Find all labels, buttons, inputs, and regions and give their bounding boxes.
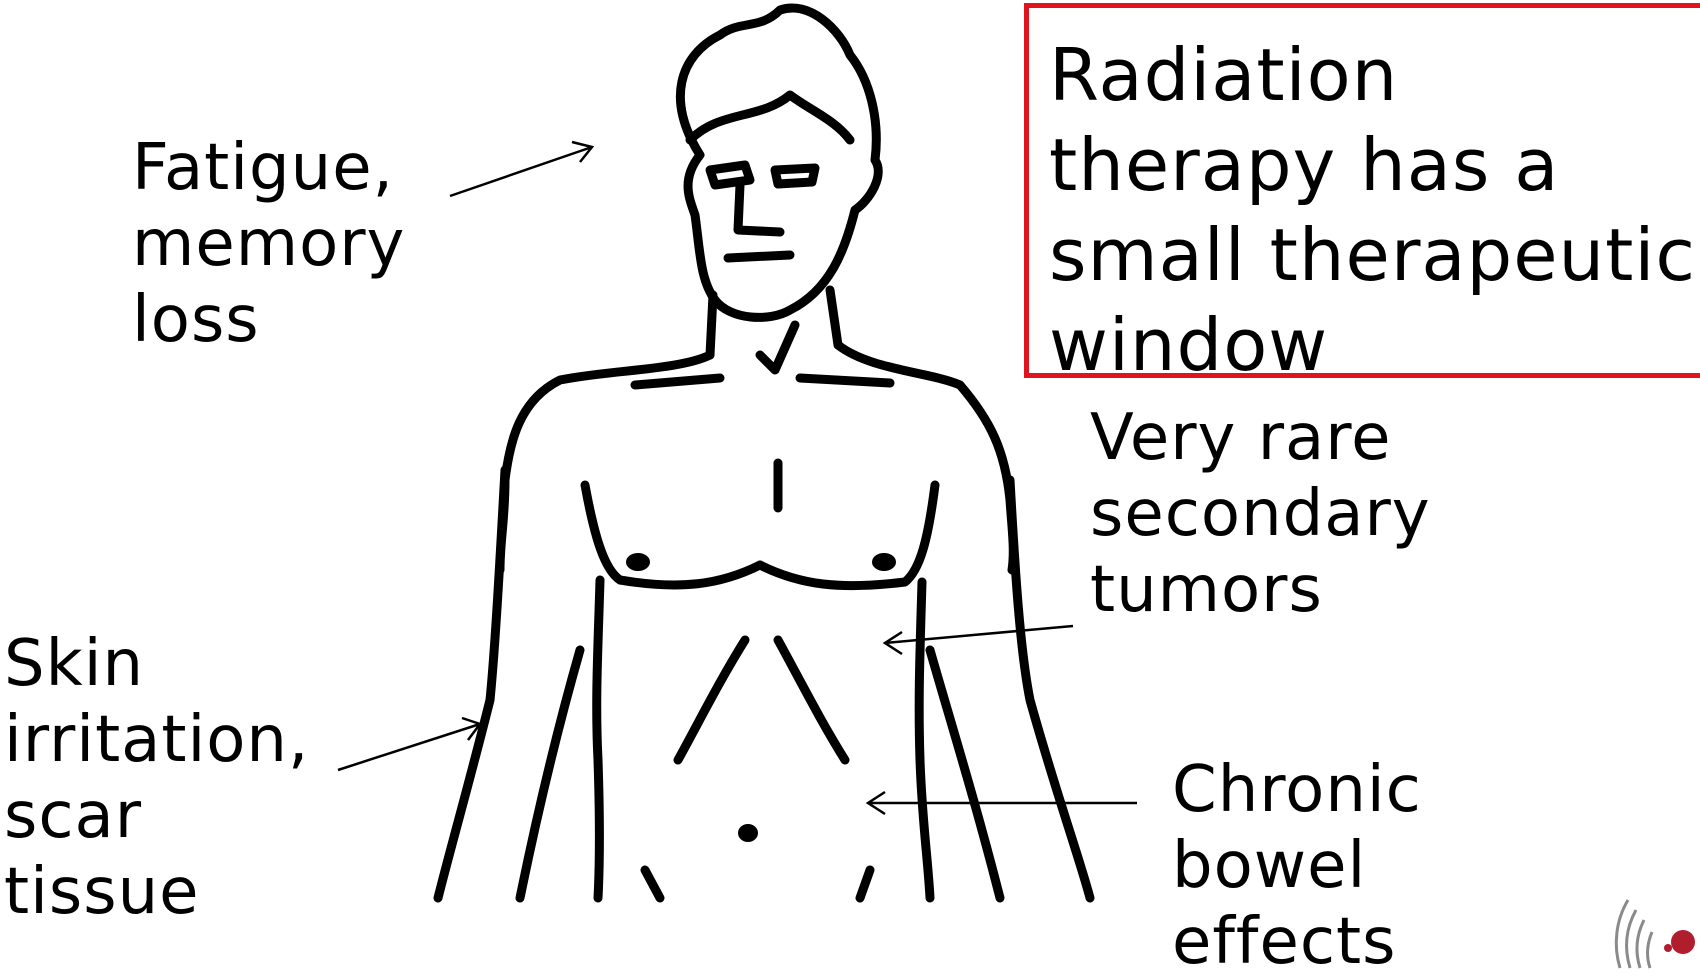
hip-right	[860, 870, 870, 898]
label-secondary-tumors: Very rare secondary tumors	[1090, 400, 1431, 628]
navel	[738, 824, 758, 842]
label-fatigue-memory-loss: Fatigue, memory loss	[132, 130, 405, 358]
left-shoulder	[500, 355, 710, 570]
neck-right	[830, 290, 838, 345]
left-arm-outer	[438, 470, 505, 898]
torso-left-side	[597, 580, 600, 898]
chest-right-side	[760, 485, 935, 586]
right-eye	[775, 168, 815, 184]
neck-notch	[760, 325, 795, 370]
radiation-wave-logo-icon	[1608, 890, 1700, 970]
arrow-arm	[338, 718, 480, 770]
collarbone-right	[800, 378, 890, 383]
left-nipple	[626, 553, 650, 571]
right-arm-inner	[930, 650, 1000, 898]
callout-arrows	[338, 142, 1137, 814]
arrow-abdomen	[885, 626, 1073, 654]
rib-left	[678, 640, 745, 760]
torso-illustration	[438, 8, 1090, 898]
neck-left	[710, 295, 713, 355]
therapeutic-window-callout: Radiation therapy has a small therapeuti…	[1024, 3, 1700, 378]
torso-right-side	[919, 582, 930, 898]
label-skin-irritation: Skin irritation, scar tissue	[4, 626, 309, 930]
figure-details	[626, 553, 896, 842]
collarbone-left	[635, 378, 720, 385]
left-arm-inner	[520, 650, 580, 898]
arrow-head	[450, 142, 592, 196]
hair-line	[690, 95, 850, 140]
left-eye	[710, 165, 750, 185]
callout-text: Radiation therapy has a small therapeuti…	[1049, 30, 1696, 390]
chest-left-side	[585, 485, 760, 585]
rib-right	[778, 640, 845, 760]
hip-left	[645, 870, 660, 898]
mouth	[728, 255, 790, 258]
arrow-bowel	[868, 792, 1137, 814]
right-arm-outer	[1010, 480, 1090, 898]
head-outline	[680, 8, 878, 317]
label-chronic-bowel-effects: Chronic bowel effects	[1172, 752, 1422, 980]
nose	[738, 185, 780, 232]
right-nipple	[872, 553, 896, 571]
